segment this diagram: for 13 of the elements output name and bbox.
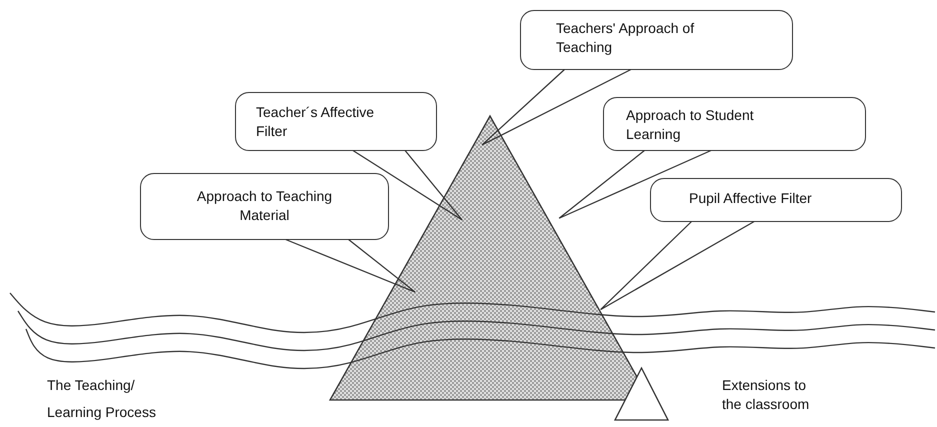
callout-bubble <box>520 10 793 70</box>
callout-text: Approach to Student Learning <box>626 106 755 144</box>
callout-text: Pupil Affective Filter <box>689 189 813 208</box>
callout-bubble <box>235 92 437 151</box>
triangle-drawing <box>615 368 668 420</box>
callout-text: Teacher´s Affective Filter <box>256 103 376 141</box>
callout-text: Teachers' Approach of Teaching <box>556 19 696 57</box>
callout-bubble <box>650 178 902 222</box>
callout-bubble <box>603 97 866 151</box>
caption-text: The Teaching/ Learning Process <box>47 376 157 422</box>
caption-text: Extensions to the classroom <box>722 376 810 414</box>
callout-text: Approach to Teaching Material <box>196 187 334 225</box>
callout-bubble <box>140 173 389 240</box>
